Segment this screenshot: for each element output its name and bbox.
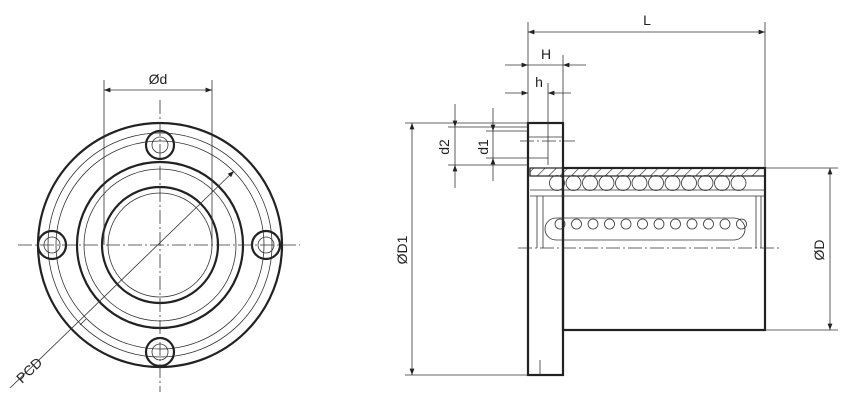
ball (571, 218, 582, 230)
ball (637, 218, 648, 230)
flange-diameter-label: ØD1 (394, 235, 410, 264)
ball (686, 218, 698, 230)
sleeve-section-hatch (529, 167, 766, 177)
ball-row-return (554, 218, 747, 230)
front-view: Ød PCD (9, 71, 300, 392)
ball (565, 175, 582, 191)
ball (714, 175, 730, 191)
ball-row-loaded (549, 175, 747, 191)
ball (554, 218, 566, 230)
ball (549, 175, 565, 191)
ball (681, 175, 697, 191)
body-profile (561, 166, 767, 332)
ball (648, 175, 664, 191)
ball (615, 175, 631, 191)
length-label: L (643, 12, 651, 28)
ball (631, 175, 648, 191)
hole-diameter-label: d1 (475, 139, 491, 155)
ball (653, 218, 665, 230)
ball (587, 218, 599, 230)
ball (620, 218, 632, 230)
ball (670, 218, 681, 230)
ball (719, 218, 731, 230)
ball (730, 175, 747, 191)
pcd-dimension-line (9, 170, 235, 389)
flange-width-label: H (541, 46, 551, 62)
ball (604, 218, 615, 230)
ball (598, 175, 615, 191)
counterbore-depth-label: h (535, 74, 543, 90)
side-view: L H h ØD1 d2 d1 ØD (394, 12, 838, 377)
flange-profile (526, 121, 565, 377)
ball (582, 175, 598, 191)
bore-label: Ød (149, 71, 168, 87)
outer-diameter-label: ØD (811, 240, 827, 261)
ball (664, 175, 681, 191)
ball (703, 218, 714, 230)
counterbore-diameter-label: d2 (436, 139, 452, 155)
ball-return-track (544, 217, 746, 241)
ball (736, 218, 747, 230)
ball (697, 175, 714, 191)
